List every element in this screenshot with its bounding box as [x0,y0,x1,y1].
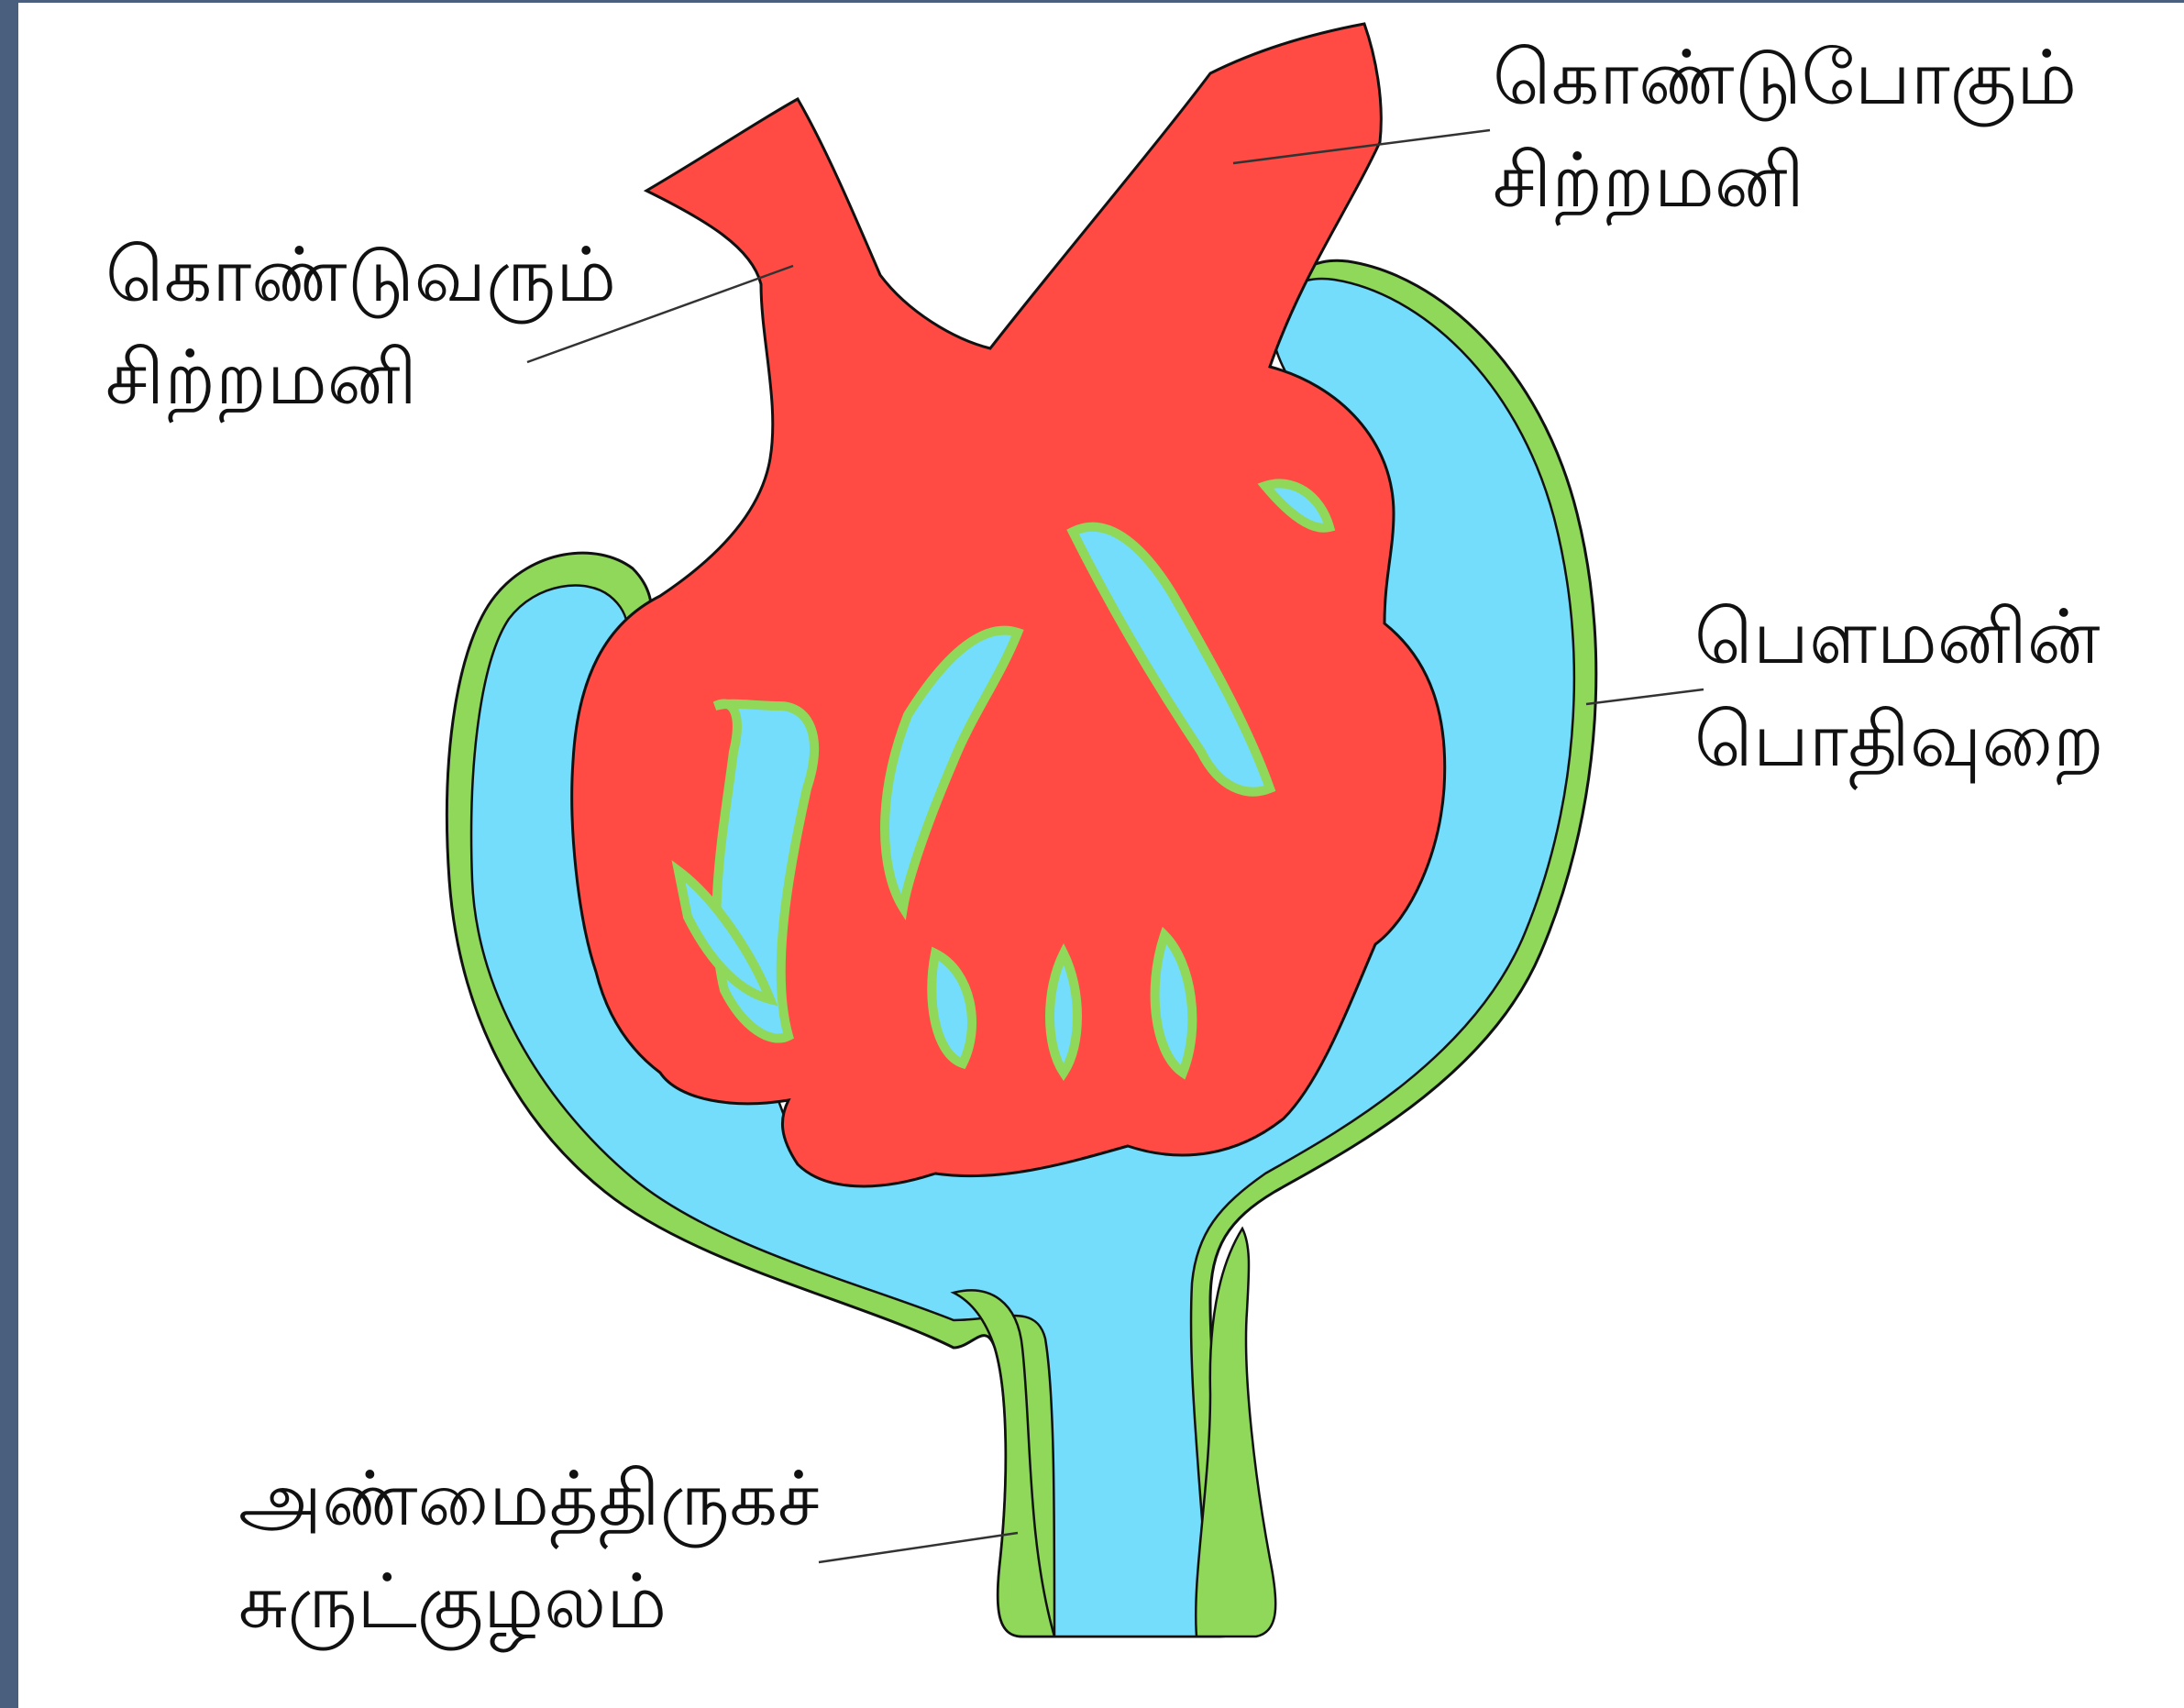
label-capsule-line2: பொதிவுறை [1694,689,2104,792]
leader-tubule [819,1533,1018,1562]
label-proximal-tubule: அண்மைத்திருகச் சுருட்குழலம் [238,1449,820,1654]
capillary-loop-7 [1050,953,1077,1073]
label-capsule-line1: பௌமனின் [1694,587,2104,689]
leader-capsule [1586,689,1704,704]
label-tubule-line2: சுருட்குழலம் [238,1551,820,1654]
label-afferent-line1: கொண்டுவரும் [105,225,616,327]
label-efferent-arteriole: கொண்டுபோகும் சிற்றமனி [1493,28,2077,233]
label-efferent-line1: கொண்டுபோகும் [1493,28,2077,130]
label-afferent-arteriole: கொண்டுவரும் சிற்றமனி [105,225,616,430]
label-efferent-line2: சிற்றமனி [1493,130,2077,233]
label-bowman-capsule: பௌமனின் பொதிவுறை [1694,587,2104,792]
capillary-tuft [572,24,1445,1186]
label-afferent-line2: சிற்றமனி [105,327,616,430]
label-tubule-line1: அண்மைத்திருகச் [238,1449,820,1551]
